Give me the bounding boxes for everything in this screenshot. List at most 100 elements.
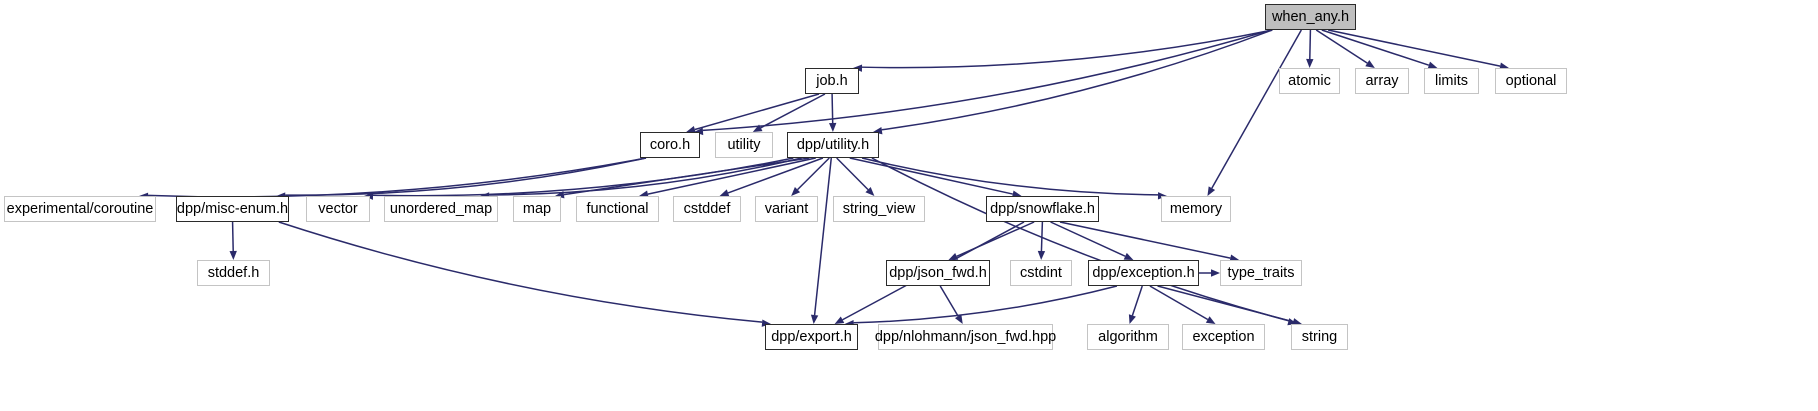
graph-edge (871, 157, 1289, 322)
graph-edge (1327, 29, 1501, 67)
graph-edge-arrowhead (1037, 250, 1046, 260)
graph-edge (956, 221, 1035, 258)
graph-node-label: job.h (816, 72, 848, 89)
graph-edge-arrowhead (948, 252, 959, 260)
graph-edge (881, 29, 1273, 131)
graph-node-label: optional (1505, 72, 1557, 89)
graph-node-array[interactable]: array (1355, 68, 1409, 94)
graph-node-cstddef[interactable]: cstddef (673, 196, 741, 222)
graph-node-atomic[interactable]: atomic (1279, 68, 1340, 94)
graph-node-label: string_view (842, 200, 916, 217)
graph-node-memory[interactable]: memory (1161, 196, 1231, 222)
graph-node-coro[interactable]: coro.h (640, 132, 700, 158)
graph-edge (647, 157, 816, 195)
graph-edge-arrowhead (1306, 58, 1314, 68)
graph-edge (836, 157, 869, 191)
graph-node-exp_coroutine[interactable]: experimental/coroutine (4, 196, 156, 222)
graph-node-label: unordered_map (389, 200, 493, 217)
graph-node-dpp_snowflake[interactable]: dpp/snowflake.h (986, 196, 1099, 222)
graph-edge-arrowhead (1207, 186, 1216, 196)
graph-node-label: coro.h (649, 136, 691, 153)
graph-edge (1211, 29, 1302, 189)
graph-node-label: dpp/nlohmann/json_fwd.hpp (874, 328, 1057, 345)
graph-node-label: functional (586, 200, 649, 217)
graph-edge (231, 221, 234, 252)
graph-edge (861, 29, 1273, 69)
graph-edge (489, 157, 802, 196)
graph-edge-arrowhead (1211, 269, 1220, 277)
graph-node-label: variant (764, 200, 809, 217)
graph-node-label: dpp/exception.h (1092, 264, 1195, 281)
graph-edge-arrowhead (834, 316, 845, 324)
graph-node-label: experimental/coroutine (6, 200, 154, 217)
graph-node-dpp_misc_enum[interactable]: dpp/misc-enum.h (176, 196, 289, 222)
graph-node-dpp_json_fwd[interactable]: dpp/json_fwd.h (886, 260, 990, 286)
graph-edge (1131, 285, 1143, 316)
graph-node-string[interactable]: string (1291, 324, 1348, 350)
graph-node-label: atomic (1288, 72, 1331, 89)
graph-node-label: algorithm (1098, 328, 1158, 345)
graph-node-stddef[interactable]: stddef.h (197, 260, 270, 286)
graph-node-optional[interactable]: optional (1495, 68, 1567, 94)
graph-node-type_traits[interactable]: type_traits (1220, 260, 1302, 286)
graph-edge-arrowhead (1365, 60, 1375, 68)
graph-edge (939, 285, 959, 317)
graph-edge (727, 157, 824, 194)
graph-edge (813, 157, 833, 316)
graph-edge (861, 157, 1159, 196)
graph-edge (1315, 29, 1368, 64)
graph-edge (1050, 221, 1126, 257)
graph-edge (760, 93, 826, 129)
graph-node-label: vector (318, 200, 358, 217)
graph-edge-arrowhead (865, 187, 875, 196)
graph-edge (796, 157, 830, 191)
graph-node-string_view[interactable]: string_view (833, 196, 925, 222)
graph-node-unordered_map[interactable]: unordered_map (384, 196, 498, 222)
graph-edge (853, 285, 1118, 324)
graph-node-label: cstdint (1020, 264, 1062, 281)
graph-node-dpp_exception[interactable]: dpp/exception.h (1088, 260, 1199, 286)
graph-node-when_any[interactable]: when_any.h (1265, 4, 1356, 30)
graph-node-label: memory (1169, 200, 1223, 217)
graph-node-utility[interactable]: utility (715, 132, 773, 158)
graph-node-nlohmann_json[interactable]: dpp/nlohmann/json_fwd.hpp (875, 324, 1056, 350)
graph-node-functional[interactable]: functional (576, 196, 659, 222)
graph-node-job[interactable]: job.h (805, 68, 859, 94)
graph-node-map[interactable]: map (513, 196, 561, 222)
graph-edge-arrowhead (1123, 252, 1134, 260)
graph-node-label: array (1365, 72, 1399, 89)
graph-edge (1309, 29, 1312, 60)
graph-node-label: dpp/snowflake.h (990, 200, 1095, 217)
graph-node-label: limits (1434, 72, 1469, 89)
graph-edge-arrowhead (829, 122, 837, 132)
graph-edge-arrowhead (954, 314, 963, 324)
graph-edge-arrowhead (810, 314, 819, 324)
graph-node-exception[interactable]: exception (1182, 324, 1265, 350)
graph-edge (1157, 285, 1294, 323)
graph-node-algorithm[interactable]: algorithm (1087, 324, 1169, 350)
graph-node-label: cstddef (683, 200, 731, 217)
graph-node-label: dpp/misc-enum.h (176, 200, 289, 217)
graph-edge (278, 221, 763, 323)
graph-node-cstdint[interactable]: cstdint (1010, 260, 1072, 286)
graph-edge (702, 29, 1272, 132)
graph-edge-arrowhead (1128, 314, 1136, 324)
graph-edge (147, 157, 647, 198)
graph-edge-arrowhead (229, 250, 237, 260)
graph-node-label: when_any.h (1271, 8, 1350, 25)
graph-edge (849, 157, 1013, 195)
graph-node-label: map (522, 200, 552, 217)
graph-node-dpp_utility[interactable]: dpp/utility.h (787, 132, 879, 158)
graph-edge-arrowhead (752, 124, 763, 132)
graph-node-label: dpp/utility.h (796, 136, 870, 153)
graph-node-label: string (1301, 328, 1338, 345)
graph-node-label: type_traits (1227, 264, 1295, 281)
graph-edge (563, 157, 810, 196)
graph-node-variant[interactable]: variant (755, 196, 818, 222)
graph-edge (1040, 221, 1044, 252)
graph-node-label: dpp/export.h (771, 328, 852, 345)
graph-node-vector[interactable]: vector (306, 196, 370, 222)
graph-node-limits[interactable]: limits (1424, 68, 1479, 94)
graph-node-dpp_export[interactable]: dpp/export.h (765, 324, 858, 350)
